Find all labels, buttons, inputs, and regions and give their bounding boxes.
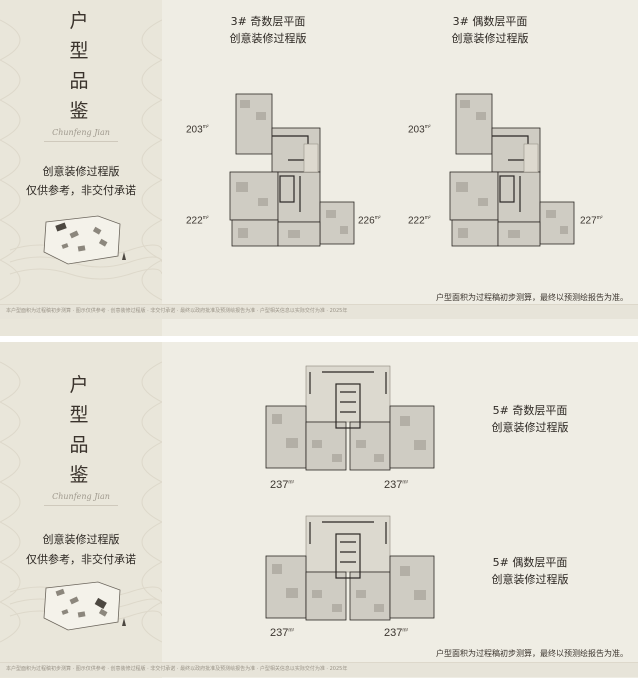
- plan-title-5-even: 5# 偶数层平面 创意装修过程版: [470, 554, 590, 588]
- plan-title-text: 3# 偶数层平面: [452, 15, 528, 28]
- area-label: 222m²: [408, 215, 431, 226]
- footer-bar: 本户型面积为过程稿初步测算 · 图示仅供参考 · 创意装修过程版 · 非交付承诺…: [0, 662, 638, 677]
- note-line-2: 仅供参考，非交付承诺: [26, 553, 136, 566]
- area-value: 227: [580, 215, 597, 227]
- area-value: 226: [358, 215, 375, 227]
- area-unit: m²: [202, 124, 209, 130]
- signature: Chunfeng Jian: [52, 492, 110, 501]
- brand-char-2: 型: [69, 40, 89, 62]
- floor-plan-3-even: [448, 92, 576, 250]
- divider: [44, 505, 118, 506]
- area-label: 226m²: [358, 215, 381, 226]
- area-unit: m²: [202, 215, 209, 221]
- area-unit: m²: [288, 479, 295, 486]
- plan-subtitle-text: 创意装修过程版: [229, 32, 307, 45]
- area-value: 222: [408, 215, 425, 227]
- brand-char-1: 户: [69, 10, 89, 32]
- area-unit: m²: [424, 124, 431, 130]
- area-value: 222: [186, 215, 203, 227]
- signature: Chunfeng Jian: [52, 128, 110, 137]
- area-label: 237m²: [270, 479, 294, 491]
- plan-title-3-even: 3# 偶数层平面 创意装修过程版: [430, 13, 550, 47]
- footer-bar: 本户型面积为过程稿初步测算 · 图示仅供参考 · 创意装修过程版 · 非交付承诺…: [0, 304, 638, 319]
- disclaimer: 户型面积为过程稿初步测算，最终以预测绘报告为准。: [436, 293, 628, 302]
- area-value: 203: [408, 124, 425, 136]
- area-value: 237: [384, 479, 403, 491]
- note-line-1: 创意装修过程版: [42, 165, 120, 178]
- disclaimer: 户型面积为过程稿初步测算，最终以预测绘报告为准。: [436, 649, 628, 658]
- brand-char-1: 户: [69, 374, 89, 396]
- brand-char-4: 鉴: [69, 464, 89, 486]
- area-unit: m²: [288, 627, 295, 634]
- plan-title-5-odd: 5# 奇数层平面 创意装修过程版: [470, 402, 590, 436]
- area-value: 237: [384, 627, 403, 639]
- plan-title-text: 3# 奇数层平面: [230, 15, 306, 28]
- bottom-floorplan-panel: 户 型 品 鉴 Chunfeng Jian 创意装修过程版 仅供参考，非交付承诺: [0, 342, 638, 678]
- site-map-icon: [43, 215, 126, 265]
- area-unit: m²: [374, 215, 381, 221]
- area-label: 227m²: [580, 215, 603, 226]
- note-line-2: 仅供参考，非交付承诺: [26, 184, 136, 197]
- note-line-1: 创意装修过程版: [42, 533, 120, 546]
- footer-text: 本户型面积为过程稿初步测算 · 图示仅供参考 · 创意装修过程版 · 非交付承诺…: [6, 666, 348, 672]
- brand-char-3: 品: [69, 434, 89, 456]
- floor-plan-3-odd: [228, 92, 356, 250]
- area-unit: m²: [402, 627, 409, 634]
- plan-title-3-odd: 3# 奇数层平面 创意装修过程版: [208, 13, 328, 47]
- area-label: 237m²: [384, 479, 408, 491]
- plan-title-text: 5# 偶数层平面: [492, 556, 568, 569]
- area-unit: m²: [424, 215, 431, 221]
- brand-char-4: 鉴: [69, 100, 89, 122]
- top-floorplan-panel: 户 型 品 鉴 Chunfeng Jian 创意装修过程版 仅供参考，非交付承诺…: [0, 0, 638, 336]
- area-label: 222m²: [186, 215, 209, 226]
- area-unit: m²: [596, 215, 603, 221]
- footer-text: 本户型面积为过程稿初步测算 · 图示仅供参考 · 创意装修过程版 · 非交付承诺…: [6, 308, 348, 314]
- divider: [44, 141, 118, 142]
- area-label: 237m²: [384, 627, 408, 639]
- area-value: 237: [270, 627, 289, 639]
- site-map-icon: [43, 581, 126, 631]
- plan-title-text: 5# 奇数层平面: [492, 404, 568, 417]
- plan-subtitle-text: 创意装修过程版: [491, 421, 569, 434]
- plan-subtitle-text: 创意装修过程版: [491, 573, 569, 586]
- brand-char-3: 品: [69, 70, 89, 92]
- area-label: 203m²: [408, 124, 431, 135]
- area-unit: m²: [402, 479, 409, 486]
- area-label: 203m²: [186, 124, 209, 135]
- brand-sidebar: 户 型 品 鉴 Chunfeng Jian 创意装修过程版 仅供参考，非交付承诺: [0, 0, 162, 336]
- panel-divider: [0, 336, 638, 342]
- plan-subtitle-text: 创意装修过程版: [451, 32, 529, 45]
- area-label: 237m²: [270, 627, 294, 639]
- floor-plan-5-even: [262, 514, 438, 626]
- floor-plan-5-odd: [262, 364, 438, 478]
- brand-sidebar: 户 型 品 鉴 Chunfeng Jian 创意装修过程版 仅供参考，非交付承诺: [0, 342, 162, 678]
- area-value: 203: [186, 124, 203, 136]
- area-value: 237: [270, 479, 289, 491]
- brand-char-2: 型: [69, 404, 89, 426]
